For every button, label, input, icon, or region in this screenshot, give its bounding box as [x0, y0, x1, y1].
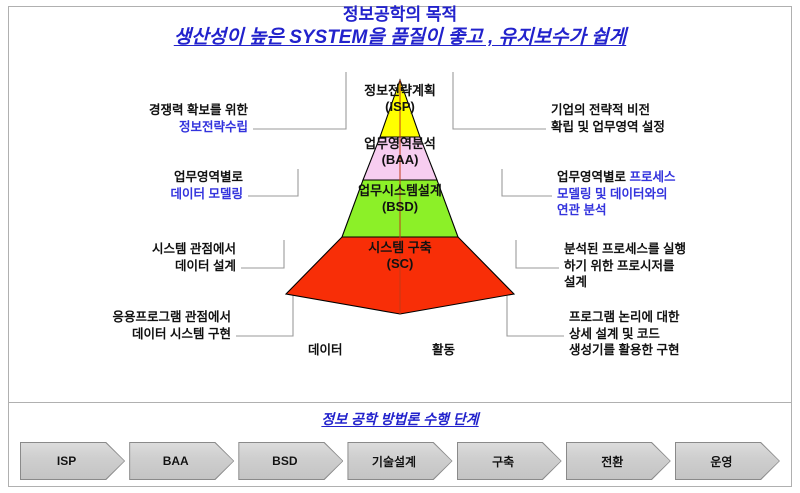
step-label: 운영 [710, 454, 733, 469]
connector-lines-left [236, 72, 347, 337]
left-label-baa-line2: 데이터 모델링 [170, 186, 243, 201]
pyramid-caption-sc: 시스템 구축 (SC) [368, 240, 431, 272]
page-title: 정보공학의 목적 [342, 5, 458, 24]
right-label-isp: 기업의 전략적 비전 확립 및 업무영역 설정 [551, 102, 665, 135]
pyramid-caption-isp: 정보전략계획 (ISP) [364, 83, 436, 115]
right-label-baa: 업무영역별로 프로세스 모델링 및 데이터와의 연관 분석 [557, 169, 676, 219]
pyramid-caption-bsd: 업무시스템설계 (BSD) [358, 183, 442, 215]
methodology-steps: ISP BAA BSD 기술설계 구축 [20, 442, 780, 480]
pyramid-caption-sc-en: (SC) [386, 255, 414, 271]
left-label-isp: 경쟁력 확보를 위한 정보전략수립 [8, 102, 248, 135]
right-label-sc-line1: 프로그램 논리에 대한 [569, 310, 680, 324]
right-label-bsd-line1: 분석된 프로세스를 실행 [564, 242, 686, 256]
left-label-sc-line1: 응용프로그램 관점에서 [112, 310, 231, 324]
step-label: BSD [272, 454, 298, 468]
chevron-face [239, 443, 343, 479]
pyramid-caption-sc-ko: 시스템 구축 [368, 240, 432, 255]
title-block: 정보공학의 목적 생산성이 높은 SYSTEM을 품질이 좋고 , 유지보수가 … [0, 6, 800, 48]
left-label-sc-line2: 데이터 시스템 구현 [132, 326, 231, 341]
methodology-title-text: 정보 공학 방법론 수행 단계 [321, 411, 479, 427]
right-label-bsd-line3: 설계 [564, 275, 588, 289]
left-label-isp-line1: 경쟁력 확보를 위한 [149, 103, 248, 117]
step-chevron-operation[interactable]: 운영 [674, 442, 780, 480]
left-label-bsd-line2: 데이터 설계 [175, 258, 236, 273]
step-label: 전환 [601, 454, 624, 469]
right-label-baa-line1-black: 업무영역별로 [557, 170, 630, 184]
right-label-sc-line2: 상세 설계 및 코드 [569, 326, 660, 341]
page-subtitle: 생산성이 높은 SYSTEM을 품질이 좋고 , 유지보수가 쉽게 [173, 26, 627, 48]
chevron-face [457, 443, 561, 479]
step-label: 구축 [492, 454, 515, 469]
pyramid-stage: 정보전략계획 (ISP) 업무영역분석 (BAA) 업무시스템설계 (BSD) … [8, 62, 792, 400]
left-label-baa-line1: 업무영역별로 [173, 170, 243, 184]
chevron-face [675, 443, 779, 479]
pyramid-caption-bsd-en: (BSD) [381, 198, 419, 214]
chevron-face [21, 443, 125, 479]
pyramid-base-left-word: 데이터 [308, 343, 343, 357]
left-label-isp-line2: 정보전략수립 [178, 119, 248, 134]
left-label-bsd-line1: 시스템 관점에서 [152, 242, 236, 256]
right-label-bsd-line2: 하기 위한 프로시저를 [564, 258, 675, 273]
step-chevron-isp[interactable]: ISP [20, 442, 126, 480]
pyramid-caption-baa-ko: 업무영역분석 [364, 136, 436, 151]
right-label-baa-line2: 모델링 및 데이터와의 [557, 186, 668, 201]
left-label-sc: 응용프로그램 관점에서 데이터 시스템 구현 [8, 309, 231, 342]
step-label: BAA [162, 454, 189, 468]
right-label-isp-line2: 확립 및 업무영역 설정 [551, 119, 665, 134]
right-label-sc-line3: 생성기를 활용한 구현 [569, 343, 680, 357]
right-label-sc: 프로그램 논리에 대한 상세 설계 및 코드 생성기를 활용한 구현 [569, 309, 679, 359]
pyramid-caption-bsd-ko: 업무시스템설계 [358, 183, 442, 198]
right-label-bsd: 분석된 프로세스를 실행 하기 위한 프로시저를 설계 [564, 241, 686, 291]
step-label: ISP [56, 454, 77, 468]
left-label-bsd: 시스템 관점에서 데이터 설계 [8, 241, 236, 274]
methodology-title: 정보 공학 방법론 수행 단계 [8, 409, 792, 429]
chevron-face [566, 443, 670, 479]
step-chevron-technical-design[interactable]: 기술설계 [347, 442, 453, 480]
right-label-baa-line1: 업무영역별로 프로세스 [557, 169, 676, 186]
connector-lines-right [452, 72, 564, 337]
pyramid-caption-baa: 업무영역분석 (BAA) [364, 136, 436, 168]
right-label-baa-line3: 연관 분석 [557, 203, 607, 217]
step-label: 기술설계 [371, 454, 417, 469]
pyramid-base-right-word: 활동 [432, 343, 456, 357]
step-chevron-baa[interactable]: BAA [129, 442, 235, 480]
methodology-panel: 정보 공학 방법론 수행 단계 ISP BAA BSD 기술설계 [8, 402, 792, 487]
step-chevron-construction[interactable]: 구축 [456, 442, 562, 480]
right-label-isp-line1: 기업의 전략적 비전 [551, 103, 650, 117]
chevron-face [348, 443, 452, 479]
pyramid-caption-isp-ko: 정보전략계획 [364, 83, 436, 98]
right-label-baa-line1-blue: 프로세스 [629, 170, 676, 184]
step-chevron-bsd[interactable]: BSD [238, 442, 344, 480]
pyramid-caption-baa-en: (BAA) [381, 151, 419, 167]
step-chevron-transition[interactable]: 전환 [565, 442, 671, 480]
left-label-baa: 업무영역별로 데이터 모델링 [8, 169, 243, 202]
chevron-face [130, 443, 234, 479]
pyramid-caption-isp-en: (ISP) [385, 98, 415, 114]
